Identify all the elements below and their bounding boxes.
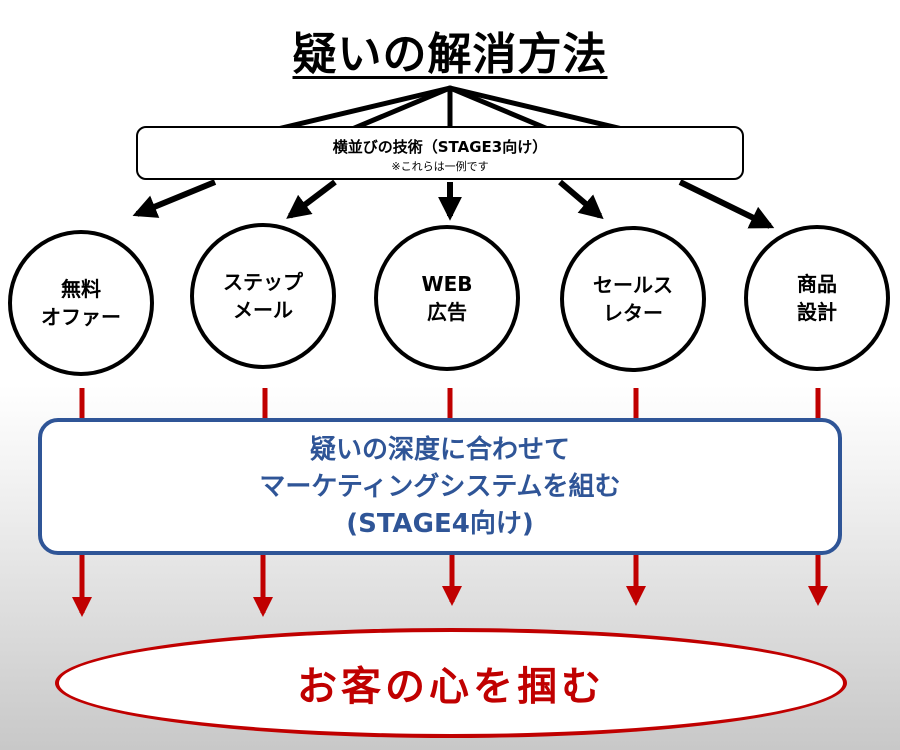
fan-line-2 [342, 85, 453, 135]
circle-step-mail-line2: メール [233, 298, 293, 322]
arrow-to-free-offer [132, 179, 217, 218]
circle-product-design-line2: 設計 [797, 300, 837, 324]
circle-free-offer-line2: オファー [41, 305, 121, 329]
examples-note: ※これらは一例です [391, 160, 489, 173]
marketing-system-box: 疑いの深度に合わせて マーケティングシステムを組む (STAGE4向け) [38, 418, 842, 555]
fan-line-5 [447, 85, 638, 135]
horizontal-techniques-label: 横並びの技術（STAGE3向け） [332, 138, 548, 156]
circle-product-design: 商品 設計 [744, 225, 890, 371]
page-title: 疑いの解消方法 [292, 29, 608, 80]
fan-line-4 [447, 85, 558, 135]
circle-free-offer: 無料 オファー [8, 230, 154, 376]
marketing-system-line2: マーケティングシステムを組む [259, 472, 621, 502]
circle-sales-letter-line2: レター [603, 301, 663, 325]
horizontal-techniques-box: 横並びの技術（STAGE3向け） ※これらは一例です [136, 126, 744, 180]
marketing-system-line1: 疑いの深度に合わせて [309, 435, 570, 465]
capture-customer-ellipse: お客の心を掴む [55, 628, 847, 738]
circle-sales-letter-line1: セールス [593, 273, 673, 297]
circle-step-mail: ステップ メール [190, 223, 336, 369]
fan-line-1 [262, 85, 453, 135]
circle-sales-letter: セールス レター [560, 226, 706, 372]
arrow-to-step-mail [286, 179, 337, 219]
marketing-system-line3: (STAGE4向け) [346, 509, 534, 539]
circle-product-design-line1: 商品 [797, 272, 837, 296]
circle-web-ads-line1: WEB [421, 272, 473, 296]
arrow-to-product-design [678, 179, 775, 229]
circle-web-ads-line2: 広告 [427, 300, 467, 324]
circle-free-offer-line1: 無料 [61, 277, 101, 301]
circle-step-mail-line1: ステップ [223, 270, 303, 294]
circle-web-ads: WEB 広告 [374, 225, 520, 371]
capture-customer-label: お客の心を掴む [297, 664, 605, 710]
arrow-to-sales-letter [558, 179, 604, 220]
